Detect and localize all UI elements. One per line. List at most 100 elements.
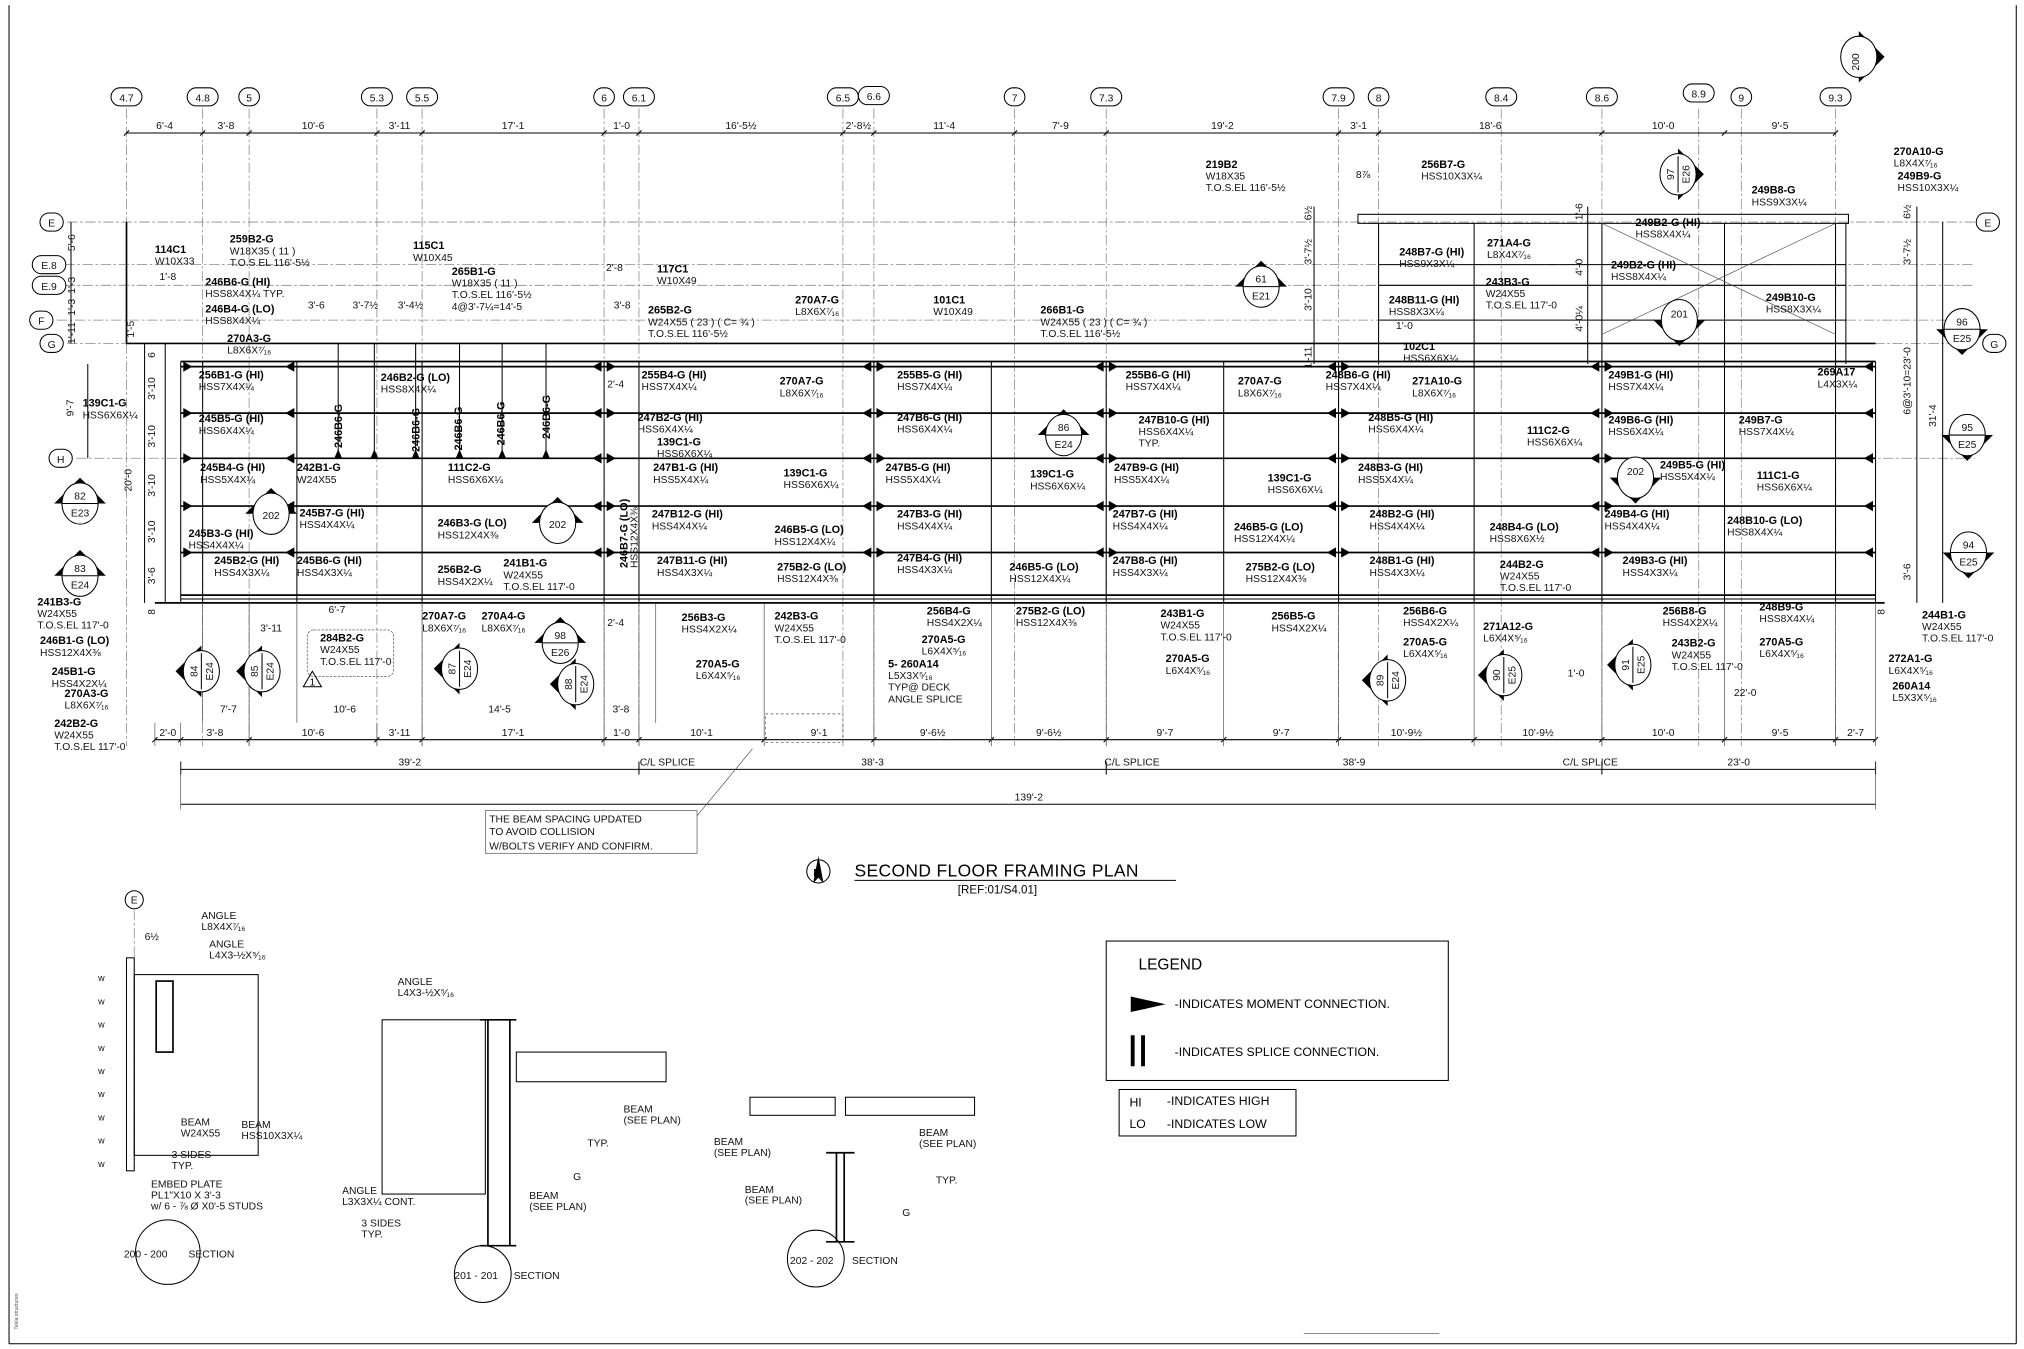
member-size: HSS10X3X¼ [1421,170,1482,182]
member-size: HSS7X4X¼ [897,381,952,393]
grid-bubble [857,86,890,106]
member-label: 249B2-G (HI)HSS8X4X¼ [1611,260,1676,284]
member-mark: 271A10-G [1412,376,1462,388]
member-size: HSS12X4X⅜ [438,530,499,541]
grid-bubble [1682,83,1715,103]
member-size: L8X6X⁷⁄₁₆ [795,307,839,318]
member-mark: 246B5-G (LO) [1009,562,1079,574]
section-number: 96 [1956,317,1968,328]
member-size: L6X4X⁵⁄₁₆ [922,646,967,657]
moment-connection-icon [285,547,295,558]
member-size: L6X4X⁵⁄₁₆ [1888,666,1933,677]
detail-callout: (SEE PLAN) [919,1139,976,1150]
member-size: HSS7X4X¼ [642,381,697,393]
member-size: HSS6X6X¼ [83,409,138,421]
moment-connection-icon [862,500,872,512]
member-size: HSS7X4X¼ [199,381,254,393]
bracing [1601,223,1836,335]
dimension-text: 3'-11 [389,121,411,132]
section-number: 94 [1963,541,1975,552]
legend-heading: LEGEND [1139,956,1203,973]
member-mark: 255B5-G (HI) [897,369,962,381]
member-size: HSS4X3X¼ [1623,567,1678,579]
member-mark: 256B3-G [682,612,726,624]
member-size: HSS8X3X¼ [1389,306,1444,318]
dimension-text: 10'-6 [302,728,325,739]
member-label: 256B1-G (HI)HSS7X4X¼ [199,369,264,393]
member-size: W18X35 [1206,171,1246,182]
member-size: L8X6X⁷⁄₁₆ [481,623,525,634]
member-size: HSS4X3X¼ [657,567,712,579]
member-size: HSS12X4X¼ [1009,573,1070,585]
member-label: 247B11-G (HI)HSS4X3X¼ [657,555,728,579]
section-sheet: E25 [1953,334,1972,345]
dimension-text: 11'-4 [933,121,955,132]
member-size: HSS8X3X¼ [1766,303,1821,315]
member-mark: 248B10-G (LO) [1727,515,1803,527]
member-mark: 139C1-G [657,436,701,448]
hss-section [155,980,174,1053]
note-line-3: W/BOLTS VERIFY AND CONFIRM. [489,841,652,852]
moment-connection-icon [1604,500,1614,512]
member-mark: 272A1-G [1888,653,1932,665]
detail-callout: W24X55 [181,1129,221,1140]
grid-column-label: 5 [246,93,252,104]
member-size: W24X55 [37,609,77,620]
member-mark: 247B8-G (HI) [1113,555,1178,567]
grid-column-label: 6.1 [632,93,647,104]
member-mark: 111C1-G [1757,470,1800,482]
member-label: 245B4-G (HI)HSS5X4X¼ [200,462,265,486]
section-number: 200 [1851,53,1862,70]
member-label: 255B4-G (HI)HSS7X4X¼ [642,369,707,393]
moment-connection-icon [1341,453,1351,464]
section-number: 202 [549,520,566,531]
member-mark: 270A5-G [1403,636,1447,648]
dimension-text: 8⅞ [1356,170,1371,181]
member-size: T.O.S.EL 116'-5½ [648,329,728,340]
member-size: L5X3X⁵⁄₁₆ [1892,693,1937,704]
dimension-text: 2'-0 [159,728,176,739]
member-size: HSS12X4X⅜ [1246,574,1307,585]
member-size: W24X55 [54,730,94,741]
member-size: W24X55 [320,645,360,656]
member-mark: 246B3-G (LO) [438,518,508,530]
grid-row-label: H [57,455,64,466]
section-number: 95 [1961,423,1973,434]
section-circle [1840,35,1878,79]
software-watermark: Tekla structures [14,1293,20,1330]
member-size: L6X4X⁵⁄₁₆ [696,671,741,682]
section-number: 82 [74,492,86,503]
note-line-1: THE BEAM SPACING UPDATED [489,814,642,825]
member-size: HSS12X4X⅜ [40,648,101,659]
detail-id: 200 - 200 [124,1249,168,1260]
grid-bubble [186,87,219,107]
section-marker [534,617,587,665]
member-mark: 256B7-G [1421,159,1465,171]
member-size: HSS4X2X¼ [438,576,493,588]
section-marker [245,487,297,535]
detail-title: SECTION [514,1271,560,1282]
member-mark: 111C2-G [448,462,491,474]
dimension-text: 38'-9 [1343,758,1366,769]
member-mark: 246B1-G (LO) [40,635,110,647]
dimension-text: 3'-8 [217,121,234,132]
member-size: T.O.S.EL 117'-0 [1160,632,1232,643]
moment-connection-icon [1094,361,1104,372]
dimension-text: 7'-7 [220,705,237,716]
member-mark: 270A7-G [795,294,839,306]
bearing-arrow-icon [542,449,550,459]
member-size: T.O.S.EL 117'-0 [320,657,392,668]
